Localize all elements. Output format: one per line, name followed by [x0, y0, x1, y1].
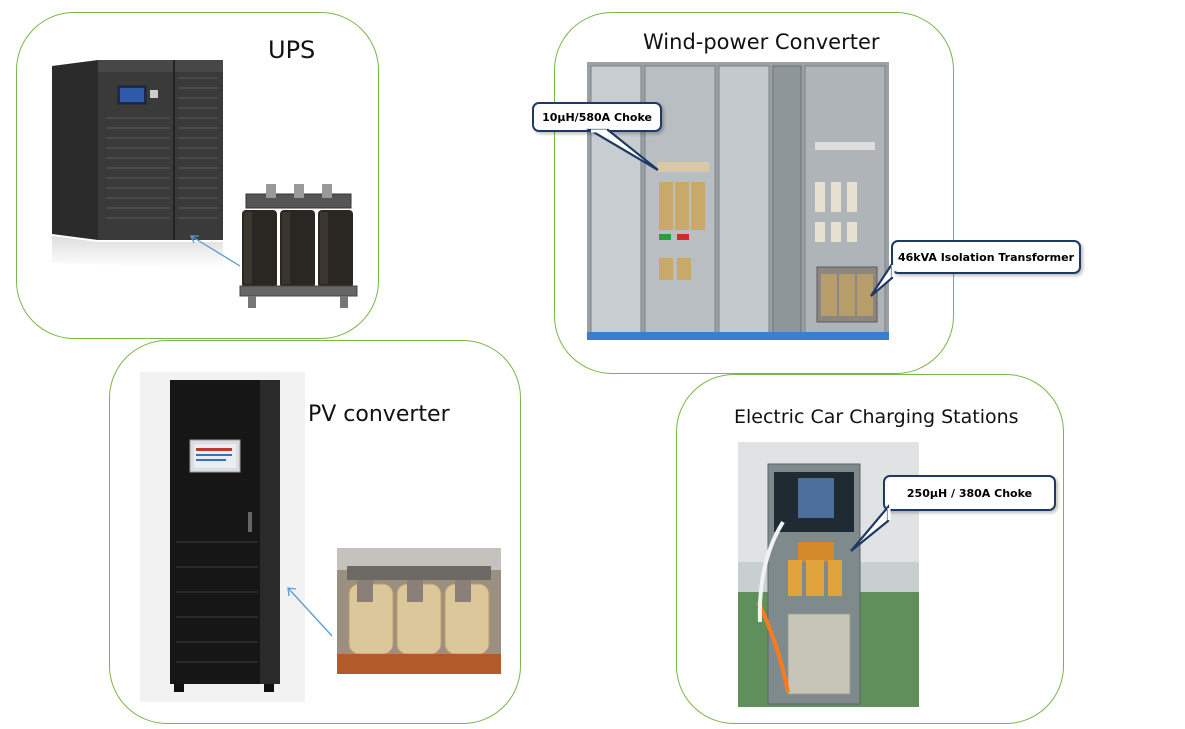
pv-transformer-image [337, 548, 501, 674]
pv-cabinet-image [140, 372, 305, 702]
ups-transformer-image [239, 184, 358, 308]
wind-transformer-callout: 46kVA Isolation Transformer [891, 240, 1081, 274]
ups-arrow [190, 235, 241, 267]
ups-title: UPS [268, 36, 316, 64]
wind-transformer-callout-tail [870, 260, 895, 297]
ev-title: Electric Car Charging Stations [734, 406, 1019, 428]
ev-choke-callout: 250μH / 380A Choke [883, 475, 1056, 511]
pv-arrow [287, 587, 333, 637]
wind-choke-callout-tail [585, 128, 659, 171]
pv-title: PV converter [308, 402, 450, 427]
ups-cabinet-image [52, 60, 223, 268]
wind-title: Wind-power Converter [643, 30, 880, 54]
ev-choke-callout-tail [850, 503, 891, 552]
